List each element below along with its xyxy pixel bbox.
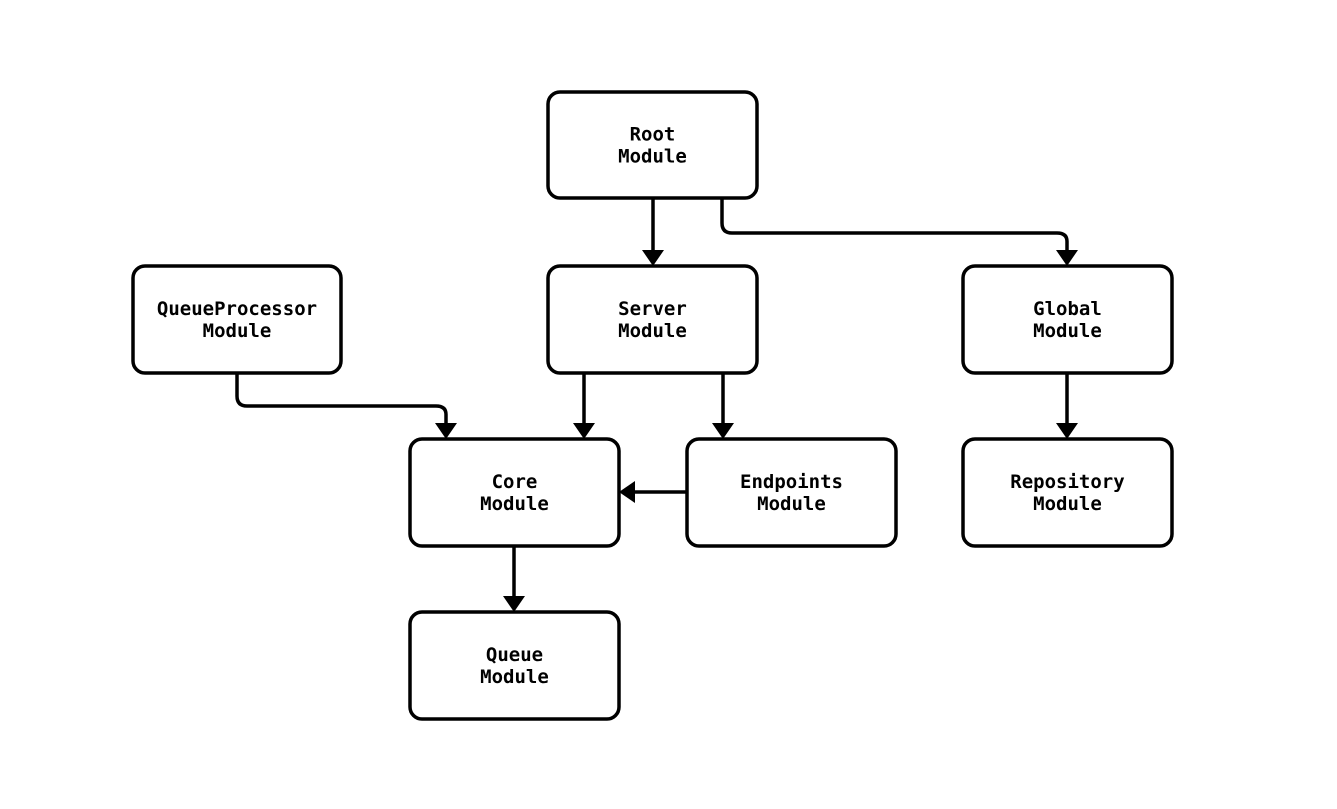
node-box-queueprocessor <box>131 264 343 375</box>
edge-root-to-global <box>720 198 1069 250</box>
node-box-server <box>546 264 759 375</box>
arrowhead-root-to-global-icon <box>1056 250 1078 266</box>
node-box-repository <box>961 437 1174 548</box>
node-box-core <box>408 437 621 548</box>
node-box-endpoints <box>685 437 898 548</box>
arrowhead-server-to-core-icon <box>573 423 595 439</box>
edge-queueprocessor-to-core <box>235 373 448 423</box>
arrowhead-root-to-server-icon <box>642 250 664 266</box>
arrowhead-endpoints-to-core-icon <box>619 481 635 503</box>
arrowhead-core-to-queue-icon <box>503 596 525 612</box>
node-box-queue <box>408 610 621 721</box>
edges-layer <box>235 198 1078 612</box>
arrowhead-global-to-repository-icon <box>1056 423 1078 439</box>
node-box-global <box>961 264 1174 375</box>
arrowhead-server-to-endpoints-icon <box>712 423 734 439</box>
arrowhead-queueprocessor-to-core-icon <box>435 423 457 439</box>
node-box-root <box>546 90 759 200</box>
